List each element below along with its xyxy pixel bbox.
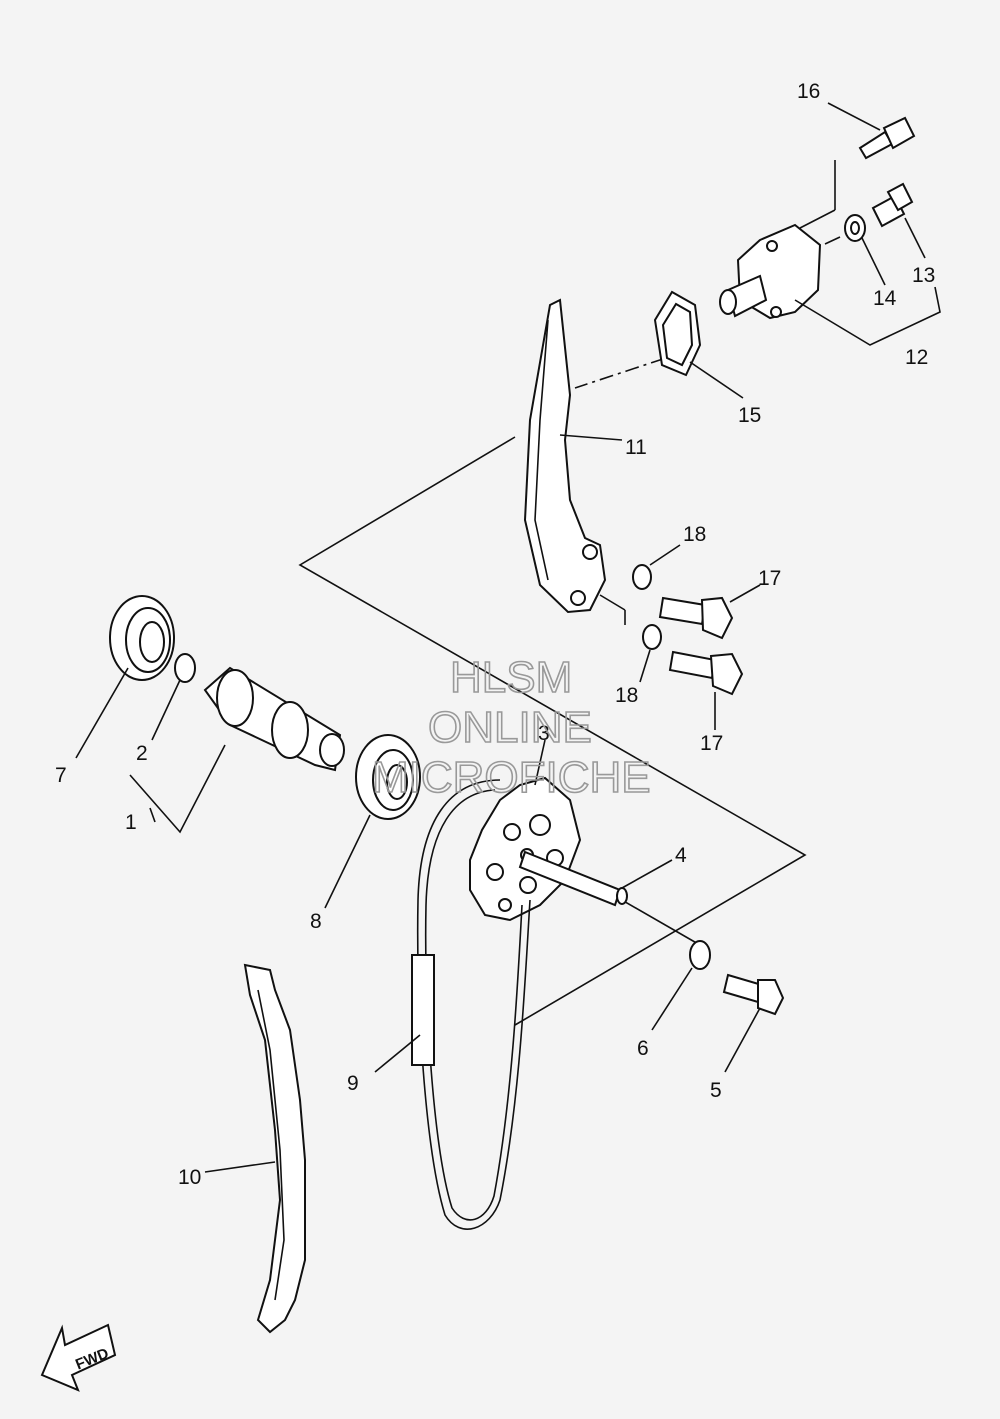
watermark-line-2: ONLINE — [428, 703, 592, 752]
callout-11: 11 — [625, 436, 647, 459]
part-11-chain-guide — [523, 298, 607, 614]
part-18-washer-lower — [642, 624, 662, 650]
part-5-bolt — [722, 973, 785, 1016]
callout-12: 12 — [905, 346, 928, 369]
part-3-sprocket — [469, 776, 582, 922]
callout-4: 4 — [675, 844, 687, 867]
fwd-arrow-icon: FWD — [40, 1323, 117, 1392]
part-17-bolt-upper — [658, 596, 734, 640]
watermark-line-3: MICROFICHE — [372, 753, 651, 802]
part-18-washer-upper — [632, 564, 652, 590]
callout-6: 6 — [637, 1037, 649, 1060]
part-17-bolt-lower — [668, 650, 744, 696]
callout-14: 14 — [873, 287, 897, 310]
part-10-chain-guide — [243, 963, 306, 1334]
part-4-dowel-pin — [518, 850, 628, 907]
callout-16: 16 — [797, 80, 820, 103]
callout-17-upper: 17 — [758, 567, 781, 590]
callout-2: 2 — [136, 742, 148, 765]
part-2-o-ring — [174, 653, 196, 683]
callout-10: 10 — [178, 1166, 201, 1189]
part-1-camshaft — [203, 666, 345, 772]
callout-8: 8 — [310, 910, 322, 933]
part-7-bearing — [109, 595, 175, 681]
callout-7: 7 — [55, 764, 67, 787]
callout-17-lower: 17 — [700, 732, 723, 755]
part-13-bolt — [871, 182, 914, 228]
callout-3: 3 — [538, 722, 550, 745]
part-6-washer — [689, 940, 711, 970]
part-16-bolt — [858, 116, 916, 160]
part-15-gasket — [653, 290, 702, 377]
callout-labels: 16 13 14 12 15 11 18 17 18 17 7 2 1 8 9 … — [55, 80, 935, 1189]
callout-18-lower: 18 — [615, 684, 638, 707]
part-9-cam-chain — [411, 779, 531, 1230]
callout-1: 1 — [125, 811, 137, 834]
callout-18-upper: 18 — [683, 523, 706, 546]
callout-5: 5 — [710, 1079, 722, 1102]
part-12-tensioner — [719, 223, 822, 320]
part-14-washer-hole — [850, 221, 860, 235]
watermark: HLSM ONLINE MICROFICHE — [371, 652, 651, 803]
leader-lines — [75, 102, 941, 1173]
callout-15: 15 — [738, 404, 761, 427]
part-8-bearing — [355, 734, 421, 820]
callout-13: 13 — [912, 264, 935, 287]
chain-links — [411, 954, 435, 1066]
callout-9: 9 — [347, 1072, 359, 1095]
watermark-line-1: HLSM — [450, 653, 572, 702]
